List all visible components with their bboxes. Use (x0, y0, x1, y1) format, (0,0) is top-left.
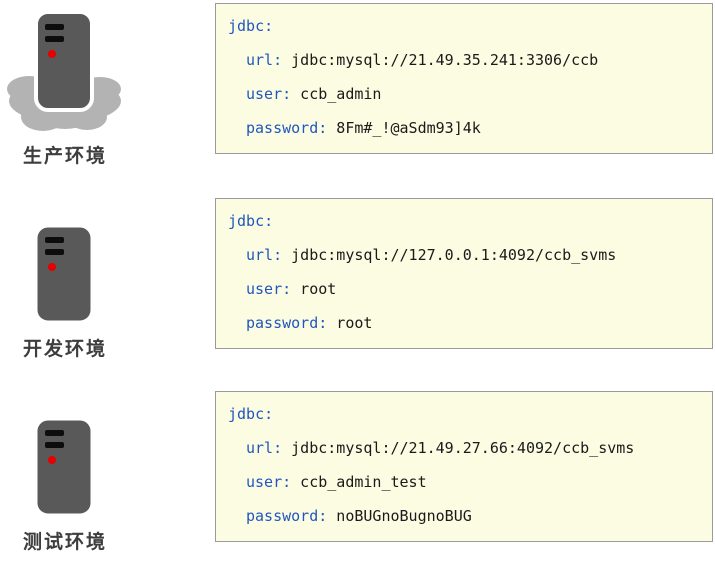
server-cloud-icon (7, 10, 121, 131)
config-value: 8Fm#_!@aSdm93]4k (327, 119, 481, 137)
led-indicator (48, 50, 56, 58)
env-test: 测试环境 (0, 391, 215, 554)
config-key: password: (246, 119, 328, 137)
env-development: 开发环境 (0, 198, 215, 361)
server-tower (34, 10, 94, 112)
server-icon (34, 417, 94, 517)
config-key: url: (246, 439, 283, 457)
led-indicator (48, 263, 56, 271)
led-indicator (48, 456, 56, 464)
env-label-test: 测试环境 (22, 531, 107, 553)
config-key: url: (246, 246, 283, 264)
config-line: user: ccb_admin (228, 77, 700, 111)
config-line: jdbc: (228, 204, 700, 238)
config-value: jdbc:mysql://21.49.35.241:3306/ccb (282, 51, 599, 69)
config-box-test: jdbc: url: jdbc:mysql://21.49.27.66:4092… (215, 391, 713, 542)
config-key: user: (246, 280, 292, 298)
server-icon (34, 224, 94, 324)
config-key: url: (246, 51, 283, 69)
config-value: noBUGnoBugnoBUG (327, 507, 472, 525)
config-value: root (327, 314, 373, 332)
env-production: 生产环境 (0, 3, 215, 168)
config-line: jdbc: (228, 397, 700, 431)
config-line: password: noBUGnoBugnoBUG (228, 499, 700, 533)
row-test: 测试环境 jdbc: url: jdbc:mysql://21.49.27.66… (0, 391, 713, 554)
config-line: user: root (228, 272, 700, 306)
config-value: ccb_admin (291, 85, 382, 103)
config-line: url: jdbc:mysql://127.0.0.1:4092/ccb_svm… (228, 238, 700, 272)
config-line: password: 8Fm#_!@aSdm93]4k (228, 111, 700, 145)
server-tower (34, 417, 94, 517)
config-key: user: (246, 85, 292, 103)
row-development: 开发环境 jdbc: url: jdbc:mysql://127.0.0.1:4… (0, 198, 713, 361)
config-value: jdbc:mysql://127.0.0.1:4092/ccb_svms (282, 246, 617, 264)
config-box-development: jdbc: url: jdbc:mysql://127.0.0.1:4092/c… (215, 198, 713, 349)
config-box-production: jdbc: url: jdbc:mysql://21.49.35.241:330… (215, 3, 713, 154)
config-key: password: (246, 314, 328, 332)
config-line: jdbc: (228, 9, 700, 43)
config-key: jdbc: (228, 17, 274, 35)
env-label-production: 生产环境 (22, 145, 107, 167)
config-key: jdbc: (228, 212, 274, 230)
config-key: user: (246, 473, 292, 491)
config-value: ccb_admin_test (291, 473, 427, 491)
config-line: password: root (228, 306, 700, 340)
config-value: root (291, 280, 337, 298)
env-label-development: 开发环境 (22, 338, 107, 360)
row-production: 生产环境 jdbc: url: jdbc:mysql://21.49.35.24… (0, 3, 713, 168)
server-tower (34, 224, 94, 324)
config-value: jdbc:mysql://21.49.27.66:4092/ccb_svms (282, 439, 635, 457)
config-key: password: (246, 507, 328, 525)
config-line: url: jdbc:mysql://21.49.27.66:4092/ccb_s… (228, 431, 700, 465)
config-line: user: ccb_admin_test (228, 465, 700, 499)
config-key: jdbc: (228, 405, 274, 423)
config-line: url: jdbc:mysql://21.49.35.241:3306/ccb (228, 43, 700, 77)
